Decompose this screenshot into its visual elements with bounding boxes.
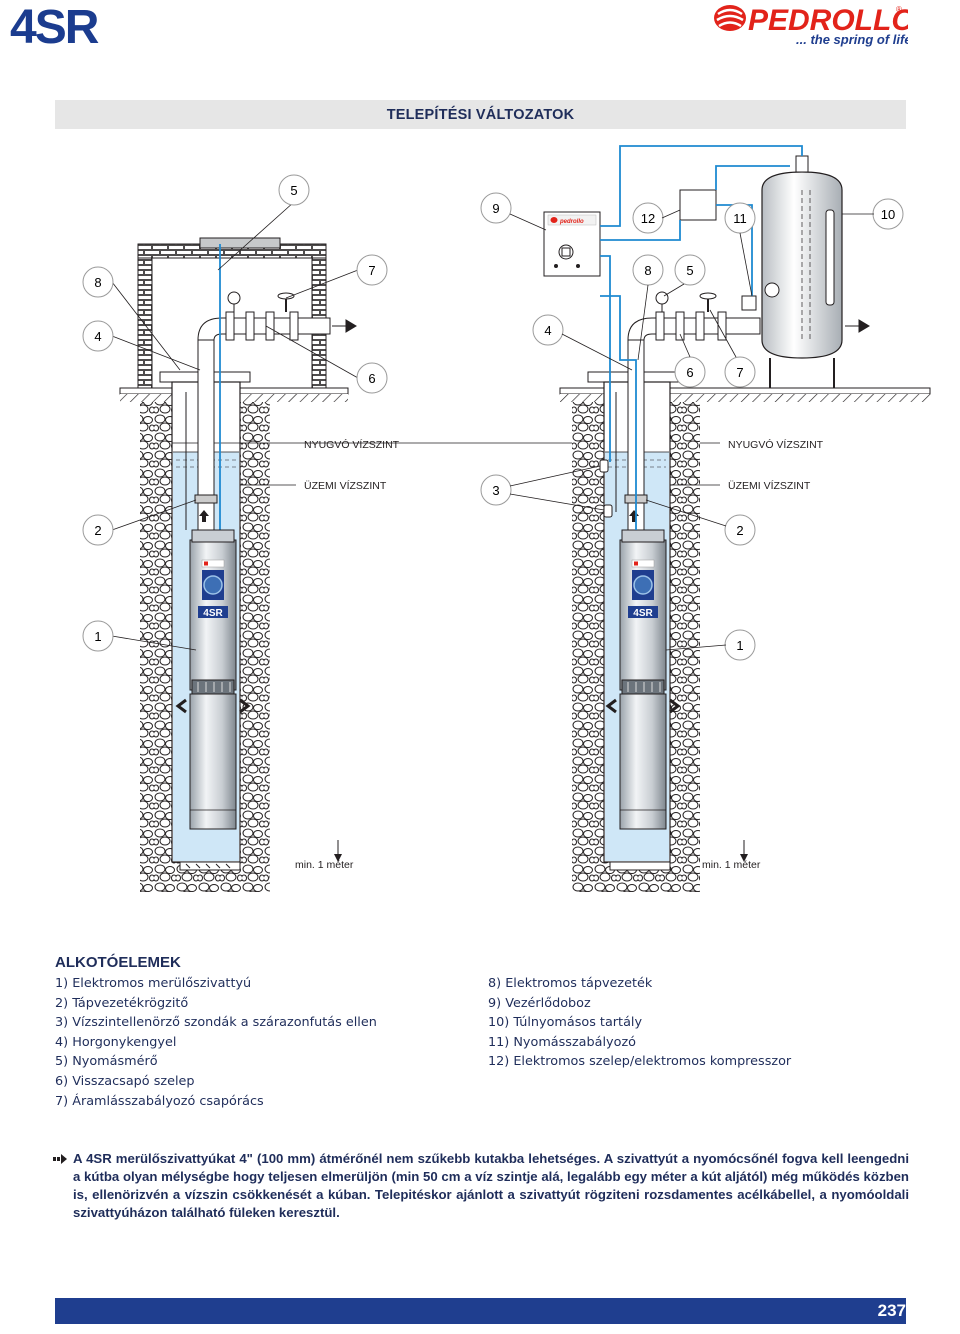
dynamic-level-label-right: ÜZEMI VÍZSZINT: [728, 479, 811, 492]
arrow-right-icon: [53, 1154, 67, 1164]
list-item: 11) Nyomásszabályozó: [488, 1034, 636, 1050]
svg-text:8: 8: [94, 275, 101, 290]
svg-text:11: 11: [733, 211, 747, 226]
left-installation: [119, 237, 720, 892]
dynamic-level-label-left: ÜZEMI VÍZSZINT: [304, 479, 387, 492]
svg-text:... the spring of life: ... the spring of life: [796, 32, 908, 47]
svg-text:2: 2: [94, 523, 101, 538]
left-callouts: 5 8 7 4 6 2 1: [82, 174, 388, 652]
svg-text:6: 6: [686, 365, 693, 380]
pedrollo-logo: PEDROLLO ® ... the spring of life: [708, 0, 915, 50]
min-depth-label-left: min. 1 méter: [295, 859, 354, 871]
right-callouts: 9 12 11 10 8 5 4 6 7 3 2 1: [480, 192, 904, 661]
svg-text:1: 1: [94, 629, 101, 644]
section-title-bar: TELEPÍTÉSI VÁLTOZATOK: [55, 100, 906, 129]
svg-text:10: 10: [881, 207, 895, 222]
list-item: 8) Elektromos tápvezeték: [488, 976, 653, 991]
svg-text:1: 1: [736, 638, 743, 653]
list-item: 12) Elektromos szelep/elektromos kompres…: [488, 1054, 792, 1070]
svg-text:4: 4: [544, 323, 551, 338]
static-level-label-right: NYUGVÓ VÍZSZINT: [728, 438, 824, 451]
min-depth-label-right: min. 1 méter: [702, 859, 761, 871]
list-item: 6) Visszacsapó szelep: [55, 1073, 195, 1089]
page-number: 237: [877, 1301, 906, 1320]
section-title: TELEPÍTÉSI VÁLTOZATOK: [386, 106, 575, 123]
installation-note: A 4SR merülőszivattyúkat 4" (100 mm) átm…: [73, 1151, 909, 1220]
list-item: 2) Tápvezetékrögzitő: [55, 995, 189, 1011]
list-item: 7) Áramlásszabályozó csapórács: [55, 1093, 264, 1109]
svg-text:8: 8: [644, 263, 651, 278]
svg-text:3: 3: [492, 483, 499, 498]
components-list-left: 1) Elektromos merülőszivattyú 2) Tápveze…: [55, 974, 377, 1111]
svg-text:5: 5: [686, 263, 693, 278]
list-item: 4) Horgonykengyel: [55, 1034, 177, 1050]
svg-text:7: 7: [736, 365, 743, 380]
callout-5-left: 5: [290, 183, 297, 198]
svg-text:6: 6: [368, 371, 375, 386]
list-item: 5) Nyomásmérő: [55, 1054, 158, 1070]
right-installation: pedrollo: [543, 145, 931, 892]
installation-diagram: 4SR: [0, 140, 960, 920]
product-title: 4SR: [10, 1, 99, 54]
components-title: ALKOTÓELEMEK: [55, 954, 181, 971]
svg-text:®: ®: [896, 5, 902, 14]
svg-text:12: 12: [641, 211, 655, 226]
svg-text:9: 9: [492, 201, 499, 216]
svg-text:PEDROLLO: PEDROLLO: [748, 4, 908, 37]
components-list-right: 8) Elektromos tápvezeték 9) Vezérlődoboz…: [488, 974, 791, 1072]
list-item: 9) Vezérlődoboz: [488, 995, 591, 1011]
static-level-label-left: NYUGVÓ VÍZSZINT: [304, 438, 400, 451]
svg-text:7: 7: [368, 263, 375, 278]
list-item: 3) Vízszintellenörző szondák a szárazonf…: [55, 1015, 377, 1031]
list-item: 10) Túlnyomásos tartály: [488, 1015, 643, 1031]
svg-text:2: 2: [736, 523, 743, 538]
svg-text:pedrollo: pedrollo: [559, 219, 584, 225]
svg-text:4: 4: [94, 329, 101, 344]
footer-bar: [55, 1298, 906, 1324]
list-item: 1) Elektromos merülőszivattyú: [55, 976, 252, 991]
